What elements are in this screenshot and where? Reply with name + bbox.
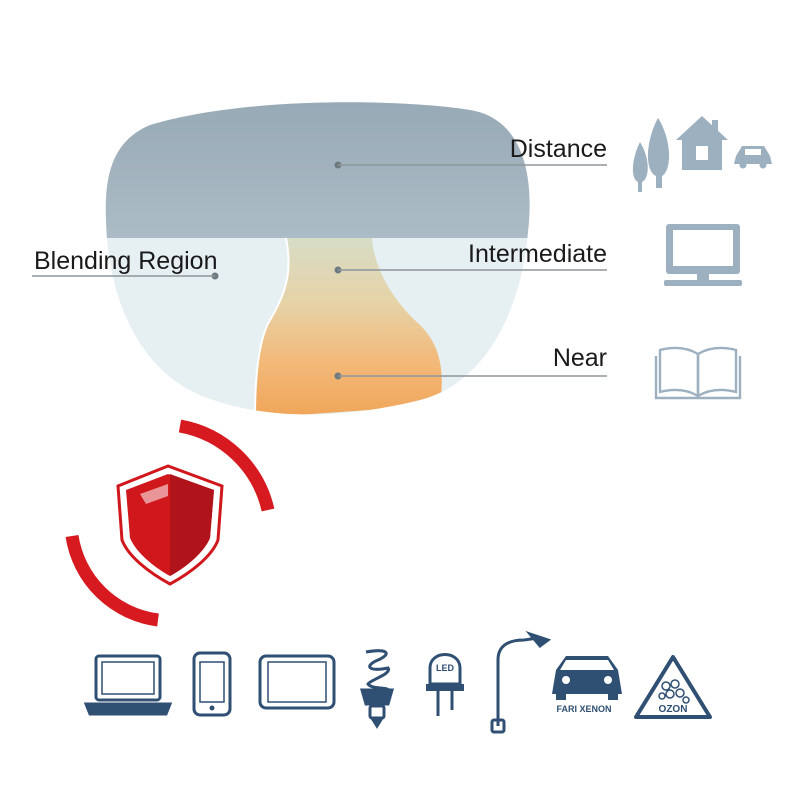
laptop-icon [83, 654, 173, 716]
xenon-label: FARI XENON [556, 704, 611, 714]
ozone-warning-icon: OZON [634, 655, 712, 719]
house-icon [676, 116, 728, 170]
distance-label: Distance [510, 135, 607, 163]
near-corridor [255, 238, 442, 415]
intermediate-label: Intermediate [468, 240, 607, 268]
monitor-icon [664, 224, 742, 286]
blending-left-edge [254, 237, 290, 415]
protection-arcs [65, 419, 275, 627]
device-icons: LED FARI XENON [83, 630, 712, 734]
car-icon [734, 146, 772, 169]
xenon-car-icon: FARI XENON [552, 656, 622, 714]
arc-top-right [178, 419, 275, 512]
tablet-icon [258, 654, 336, 710]
distance-zone [105, 102, 530, 238]
arc-bottom-left [65, 534, 159, 627]
led-label: LED [436, 663, 455, 673]
trees-icon [632, 118, 670, 192]
led-icon: LED [426, 653, 464, 716]
blending-label: Blending Region [34, 247, 217, 275]
cfl-bulb-icon [360, 649, 394, 729]
ozone-label: OZON [659, 704, 688, 715]
leader-lines [32, 164, 607, 377]
smartphone-icon [192, 651, 232, 717]
book-icon [654, 346, 742, 400]
lens [105, 102, 530, 415]
shield-icon [116, 464, 224, 586]
street-lamp-icon [490, 630, 552, 734]
distance-icons [632, 116, 772, 192]
near-label: Near [553, 344, 607, 372]
